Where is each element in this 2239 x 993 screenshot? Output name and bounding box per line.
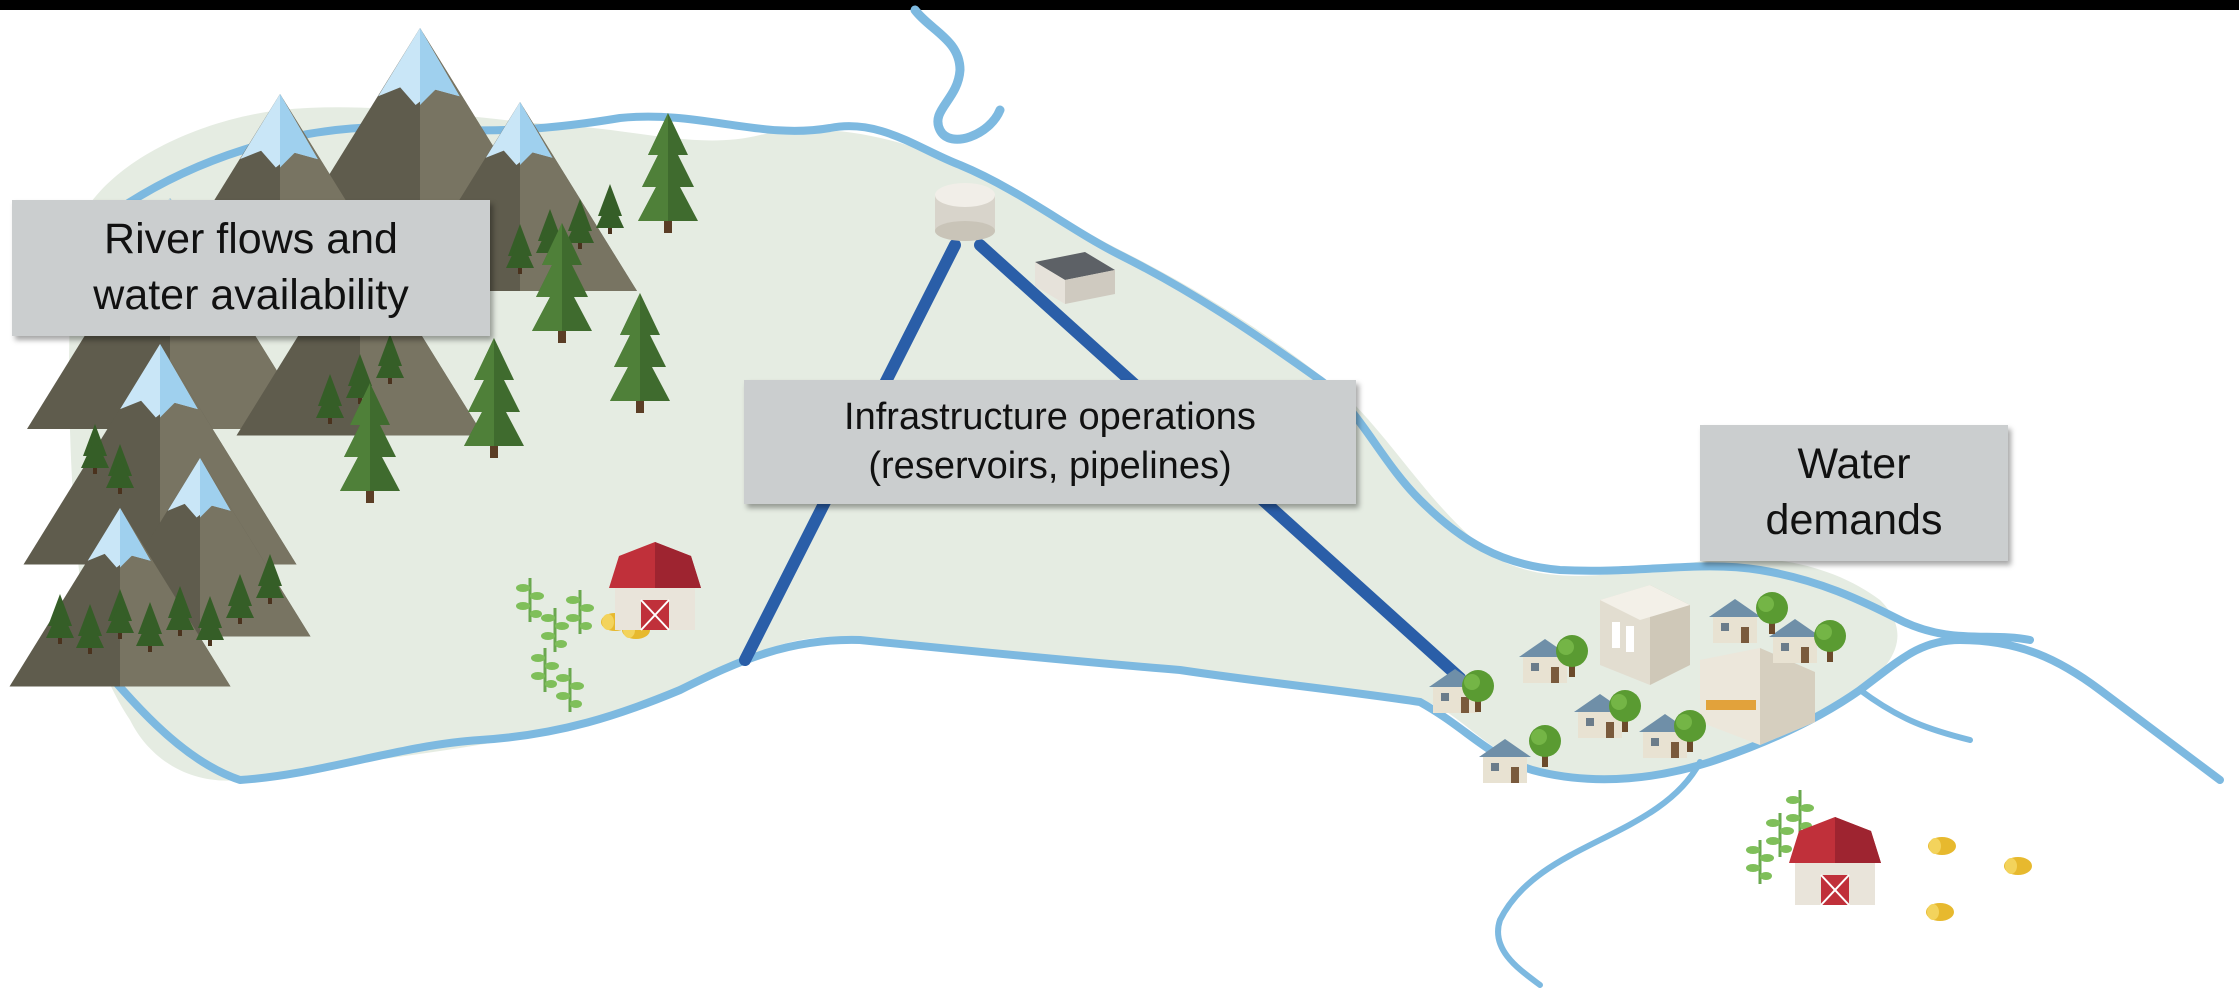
barn-icon <box>1788 816 1882 906</box>
river-flows-label: River flows and water availability <box>12 200 490 336</box>
water-demands-label-line1: Water <box>1797 440 1911 489</box>
hay-bale-icon <box>1926 837 2032 921</box>
infrastructure-label-line1: Infrastructure operations <box>844 395 1256 438</box>
river-flows-label-line2: water availability <box>93 271 409 319</box>
water-demands-label-line2: demands <box>1765 496 1943 544</box>
reservoir-tank-icon <box>935 183 995 241</box>
treatment-plant-icon <box>1035 252 1115 304</box>
infrastructure-operations-label: Infrastructure operations (reservoirs, p… <box>744 380 1356 504</box>
river-flows-label-line1: River flows and <box>104 215 398 264</box>
infrastructure-label-line2: (reservoirs, pipelines) <box>868 445 1232 487</box>
water-demands-label: Water demands <box>1700 425 2008 561</box>
top-border <box>0 0 2239 10</box>
barn-icon <box>608 541 702 631</box>
right-farm <box>1744 788 2032 921</box>
town <box>1429 585 1846 783</box>
building-icon <box>1600 585 1815 745</box>
